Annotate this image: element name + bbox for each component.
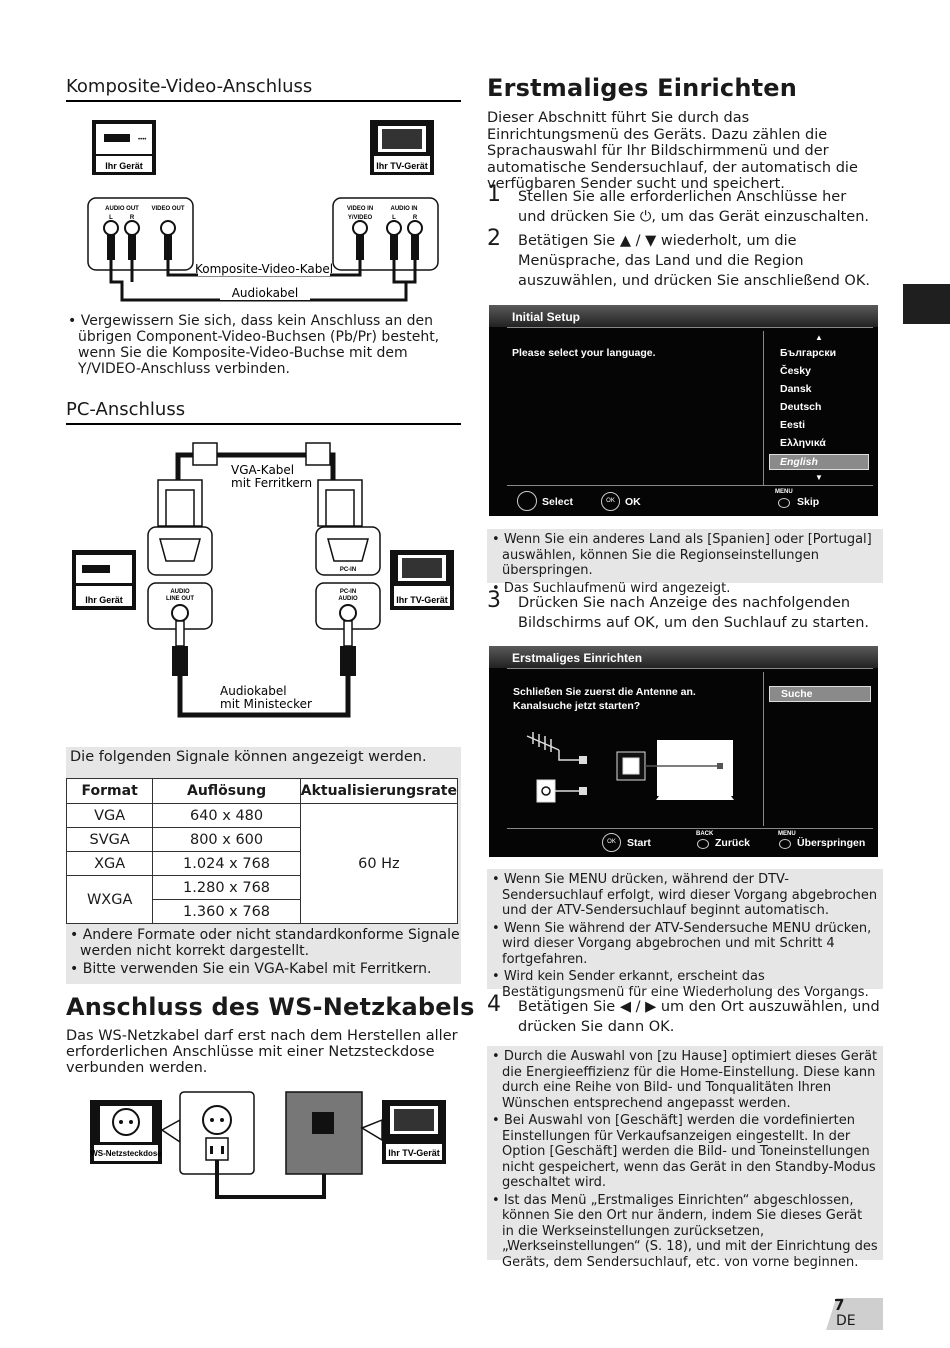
svg-text:L: L: [109, 215, 113, 221]
table-row: VGA 640 x 480 60 Hz: [65, 803, 459, 924]
language-option[interactable]: Български: [780, 347, 837, 359]
svg-text:AUDIO: AUDIO: [338, 596, 358, 602]
antenna-connection-icon: [526, 732, 734, 803]
table-row: XGA 1.024 x 768: [65, 851, 458, 876]
svg-text:AUDIO IN: AUDIO IN: [391, 206, 418, 212]
svg-text:Audiokabel: Audiokabel: [220, 684, 287, 698]
player-device-icon: ••••: [92, 120, 156, 175]
dpad-icon: [517, 491, 537, 511]
svg-text:R: R: [413, 215, 418, 221]
device-right-label: Ihr TV-Gerät: [376, 161, 428, 171]
tv-device-icon: [370, 120, 434, 175]
step-3-text: Drücken Sie nach Anzeige des nachfolgend…: [518, 595, 870, 631]
language-option-selected[interactable]: English: [769, 454, 869, 470]
power-diagram: WS-Netzsteckdose Ihr TV-Gerät: [90, 1091, 446, 1199]
setup-intro: Dieser Abschnitt führt Sie durch das Ein…: [487, 110, 858, 192]
back-button-icon: BACK: [696, 831, 714, 837]
setup-heading: Erstmaliges Einrichten: [487, 74, 798, 102]
menu-button-icon: MENU: [775, 489, 793, 495]
section-tab: [903, 284, 950, 324]
table-row: WXGA 1.280 x 768: [65, 875, 458, 924]
svg-text:mit Ministecker: mit Ministecker: [220, 697, 312, 711]
language-option[interactable]: Eesti: [780, 419, 806, 431]
signals-notes: • Andere Formate oder nicht standardkonf…: [70, 927, 460, 977]
osd-title: Erstmaliges Einrichten: [512, 651, 643, 665]
svg-text:Ihr TV-Gerät: Ihr TV-Gerät: [388, 1148, 440, 1158]
svg-text:VIDEO IN: VIDEO IN: [347, 206, 373, 212]
osd-title: Initial Setup: [512, 310, 581, 324]
table-row: 1.360 x 768: [67, 899, 458, 924]
composite-diagram: •••• Ihr Gerät Ihr TV-Gerät AUDIO OUT VI…: [87, 120, 439, 302]
scroll-up-icon[interactable]: ▲: [815, 333, 823, 342]
svg-text:L: L: [392, 215, 396, 221]
search-screen: Erstmaliges Einrichten Schließen Sie zue…: [489, 646, 878, 857]
ok-button-icon: OK: [601, 492, 620, 511]
initial-setup-screen: Initial Setup Please select your languag…: [489, 305, 878, 516]
osd-prompt: Please select your language.: [512, 347, 656, 359]
pc-heading: PC-Anschluss: [66, 399, 186, 420]
signals-table: Format Auflösung Aktualisierungsrate VGA…: [65, 778, 459, 924]
ok-button-icon: OK: [602, 833, 621, 852]
ferrite-core-icon: [192, 442, 218, 466]
notes-step-3: • Wenn Sie MENU drücken, während der DTV…: [492, 872, 878, 1000]
search-option-selected[interactable]: Suche: [769, 686, 871, 702]
table-header-row: Format Auflösung Aktualisierungsrate: [65, 778, 459, 804]
heading-rule: [66, 423, 461, 425]
composite-note: • Vergewissern Sie sich, dass kein Ansch…: [68, 313, 440, 377]
svg-text:Ihr Gerät: Ihr Gerät: [85, 595, 123, 605]
menu-button-icon: MENU: [778, 831, 796, 837]
composite-heading: Komposite-Video-Anschluss: [66, 76, 313, 97]
svg-text:R: R: [130, 215, 135, 221]
ferrite-core-icon: [305, 442, 331, 466]
pc-diagram: VGA-Kabel mit Ferritkern PC-IN Ihr Gerät…: [72, 442, 454, 718]
language-option[interactable]: Dansk: [780, 383, 812, 395]
svg-text:AUDIO OUT: AUDIO OUT: [105, 206, 139, 212]
language-option[interactable]: Ελληνικά: [780, 437, 826, 449]
svg-text:WS-Netzsteckdose: WS-Netzsteckdose: [90, 1149, 162, 1158]
composite-cable-label: Komposite-Video-Kabel: [195, 262, 333, 276]
audio-cable-label: Audiokabel: [232, 286, 299, 300]
power-heading: Anschluss des WS-Netzkabels: [66, 993, 475, 1021]
language-option[interactable]: Deutsch: [780, 401, 822, 413]
device-left-label: Ihr Gerät: [105, 161, 143, 171]
svg-text:••••: ••••: [138, 137, 146, 143]
svg-text:mit Ferritkern: mit Ferritkern: [231, 476, 312, 490]
signals-intro: Die folgenden Signale können angezeigt w…: [70, 749, 427, 765]
step-4-text: Betätigen Sie ◀ / ▶ um den Ort auszuwähl…: [518, 999, 880, 1035]
notes-step-2: • Wenn Sie ein anderes Land als [Spanien…: [492, 532, 872, 596]
heading-rule: [66, 100, 461, 102]
step-3-number: 3: [487, 588, 501, 613]
scroll-down-icon[interactable]: ▼: [815, 473, 823, 482]
svg-text:VIDEO OUT: VIDEO OUT: [151, 206, 184, 212]
step-2-number: 2: [487, 226, 501, 251]
step-1-number: 1: [487, 182, 501, 207]
svg-text:Y/VIDEO: Y/VIDEO: [348, 215, 373, 221]
language-option[interactable]: Česky: [780, 365, 811, 377]
page-language: DE: [836, 1313, 856, 1329]
step-1-text: Stellen Sie alle erforderlichen Anschlüs…: [518, 189, 870, 225]
svg-text:VGA-Kabel: VGA-Kabel: [231, 463, 294, 477]
page-number: 7: [834, 1296, 845, 1314]
notes-step-4: • Durch die Auswahl von [zu Hause] optim…: [492, 1049, 878, 1270]
step-2-text: Betätigen Sie ▲ / ▼ wiederholt, um die M…: [518, 233, 870, 289]
step-4-number: 4: [487, 992, 501, 1017]
svg-text:LINE OUT: LINE OUT: [166, 596, 194, 602]
svg-text:PC-IN: PC-IN: [340, 589, 356, 595]
svg-text:AUDIO: AUDIO: [170, 589, 190, 595]
page-number-badge: [826, 1298, 883, 1330]
power-text: Das WS-Netzkabel darf erst nach dem Hers…: [66, 1028, 458, 1076]
svg-text:PC-IN: PC-IN: [340, 567, 356, 573]
svg-text:Ihr TV-Gerät: Ihr TV-Gerät: [396, 595, 448, 605]
